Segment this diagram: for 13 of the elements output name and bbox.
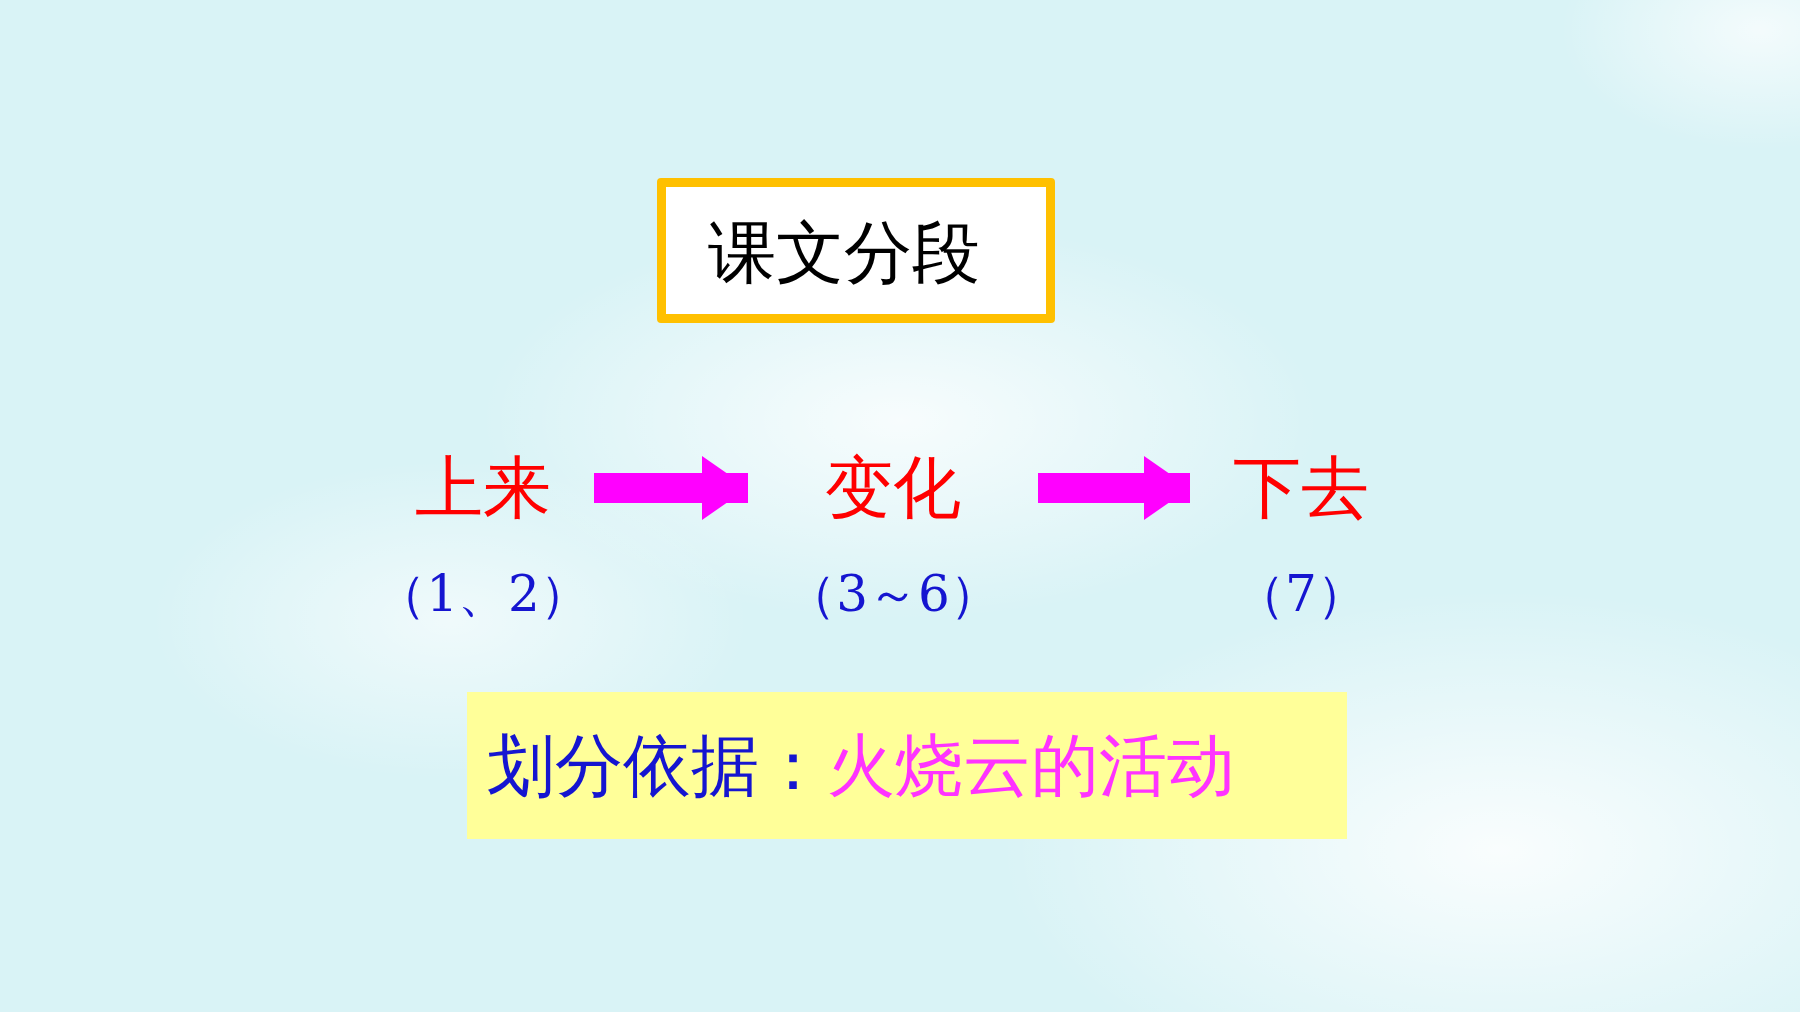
arrow bbox=[1038, 456, 1190, 520]
arrow bbox=[594, 456, 748, 520]
title-box bbox=[657, 178, 1055, 323]
stage-label: 下去 bbox=[1232, 448, 1370, 528]
criterion-label: 划分依据： bbox=[487, 726, 827, 805]
paragraph-range: （3～6） bbox=[786, 564, 1000, 624]
section-title: 课文分段 bbox=[708, 213, 980, 293]
paragraph-range: （1、2） bbox=[376, 564, 590, 624]
criterion-text: 火烧云的活动 bbox=[827, 726, 1235, 805]
stage-label: 上来 bbox=[414, 448, 552, 528]
paragraph-range: （7） bbox=[1235, 564, 1367, 624]
stage-label: 变化 bbox=[824, 448, 962, 528]
highlight-box bbox=[467, 692, 1347, 839]
